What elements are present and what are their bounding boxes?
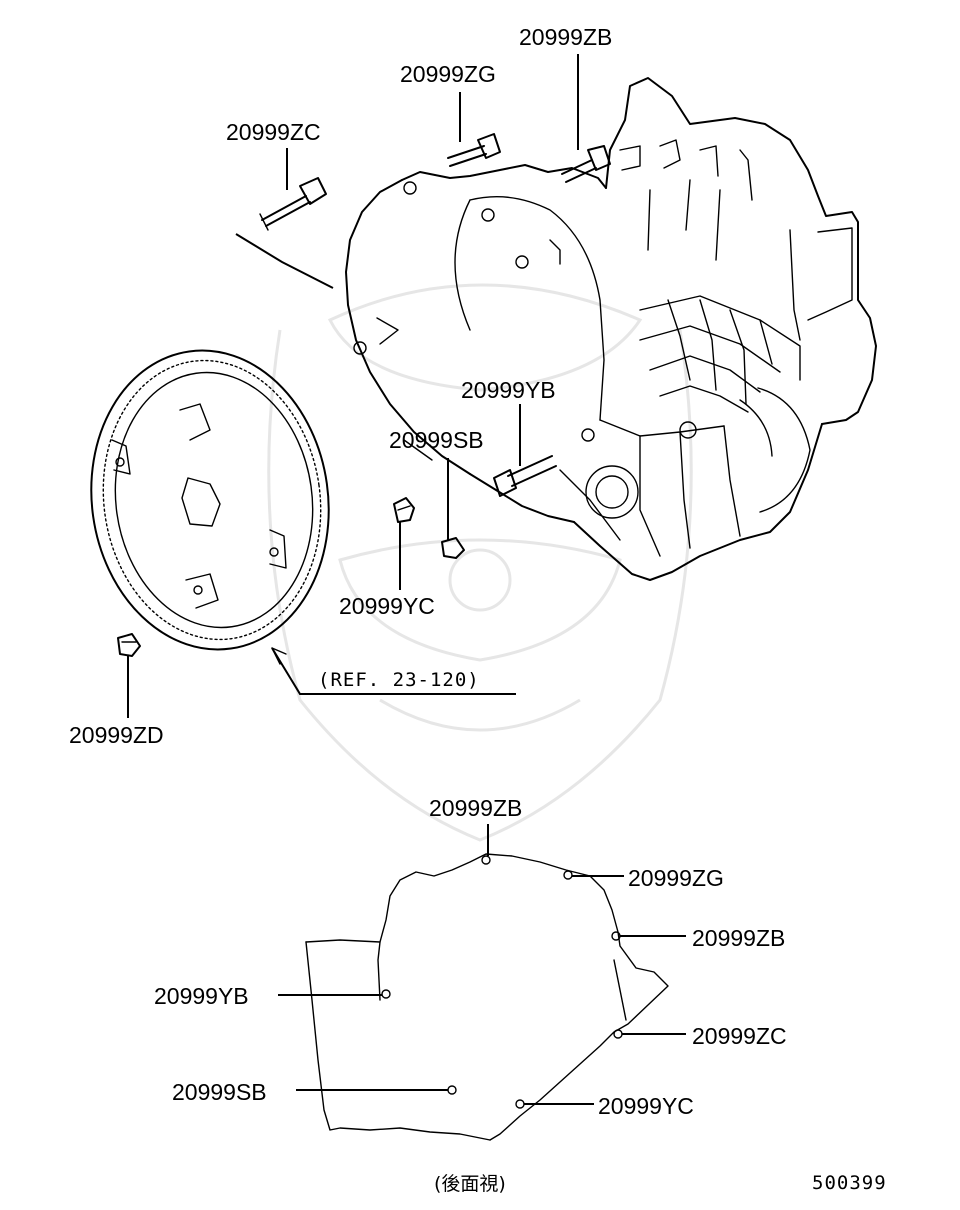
rear-view-outline <box>305 853 669 1141</box>
label-20999zg: 20999ZG <box>400 61 496 87</box>
label-20999zd: 20999ZD <box>69 722 164 748</box>
bolt-20999zg <box>447 133 501 167</box>
rear-label-20999zb-right: 20999ZB <box>692 925 785 951</box>
bolt-20999zd <box>117 633 141 657</box>
watermark-logo <box>267 283 693 842</box>
label-20999zb-top: 20999ZB <box>519 24 612 50</box>
label-20999yc: 20999YC <box>339 593 435 619</box>
transmission-case <box>345 77 877 581</box>
rear-label-20999zc: 20999ZC <box>692 1023 787 1049</box>
bolt-20999zb <box>561 145 611 183</box>
bolt-20999sb <box>441 537 465 559</box>
bolt-20999yb <box>493 455 557 497</box>
flywheel-ring-gear <box>90 349 330 651</box>
rear-label-20999zg: 20999ZG <box>628 865 724 891</box>
bolt-20999zc <box>259 177 327 231</box>
reference-label: (REF. 23-120) <box>318 669 480 691</box>
rear-label-20999yc: 20999YC <box>598 1093 694 1119</box>
label-20999zc: 20999ZC <box>226 119 321 145</box>
rear-label-20999zb-top: 20999ZB <box>429 795 522 821</box>
label-20999yb: 20999YB <box>461 377 556 403</box>
label-20999sb: 20999SB <box>389 427 484 453</box>
rear-label-20999yb: 20999YB <box>154 983 249 1009</box>
rear-label-20999sb: 20999SB <box>172 1079 267 1105</box>
leader-lines-rear <box>278 824 686 1105</box>
view-caption: (後面視) <box>434 1173 506 1195</box>
leader-lines-main <box>127 54 579 718</box>
bolt-20999yc <box>393 497 415 523</box>
diagram-number: 500399 <box>812 1172 887 1194</box>
